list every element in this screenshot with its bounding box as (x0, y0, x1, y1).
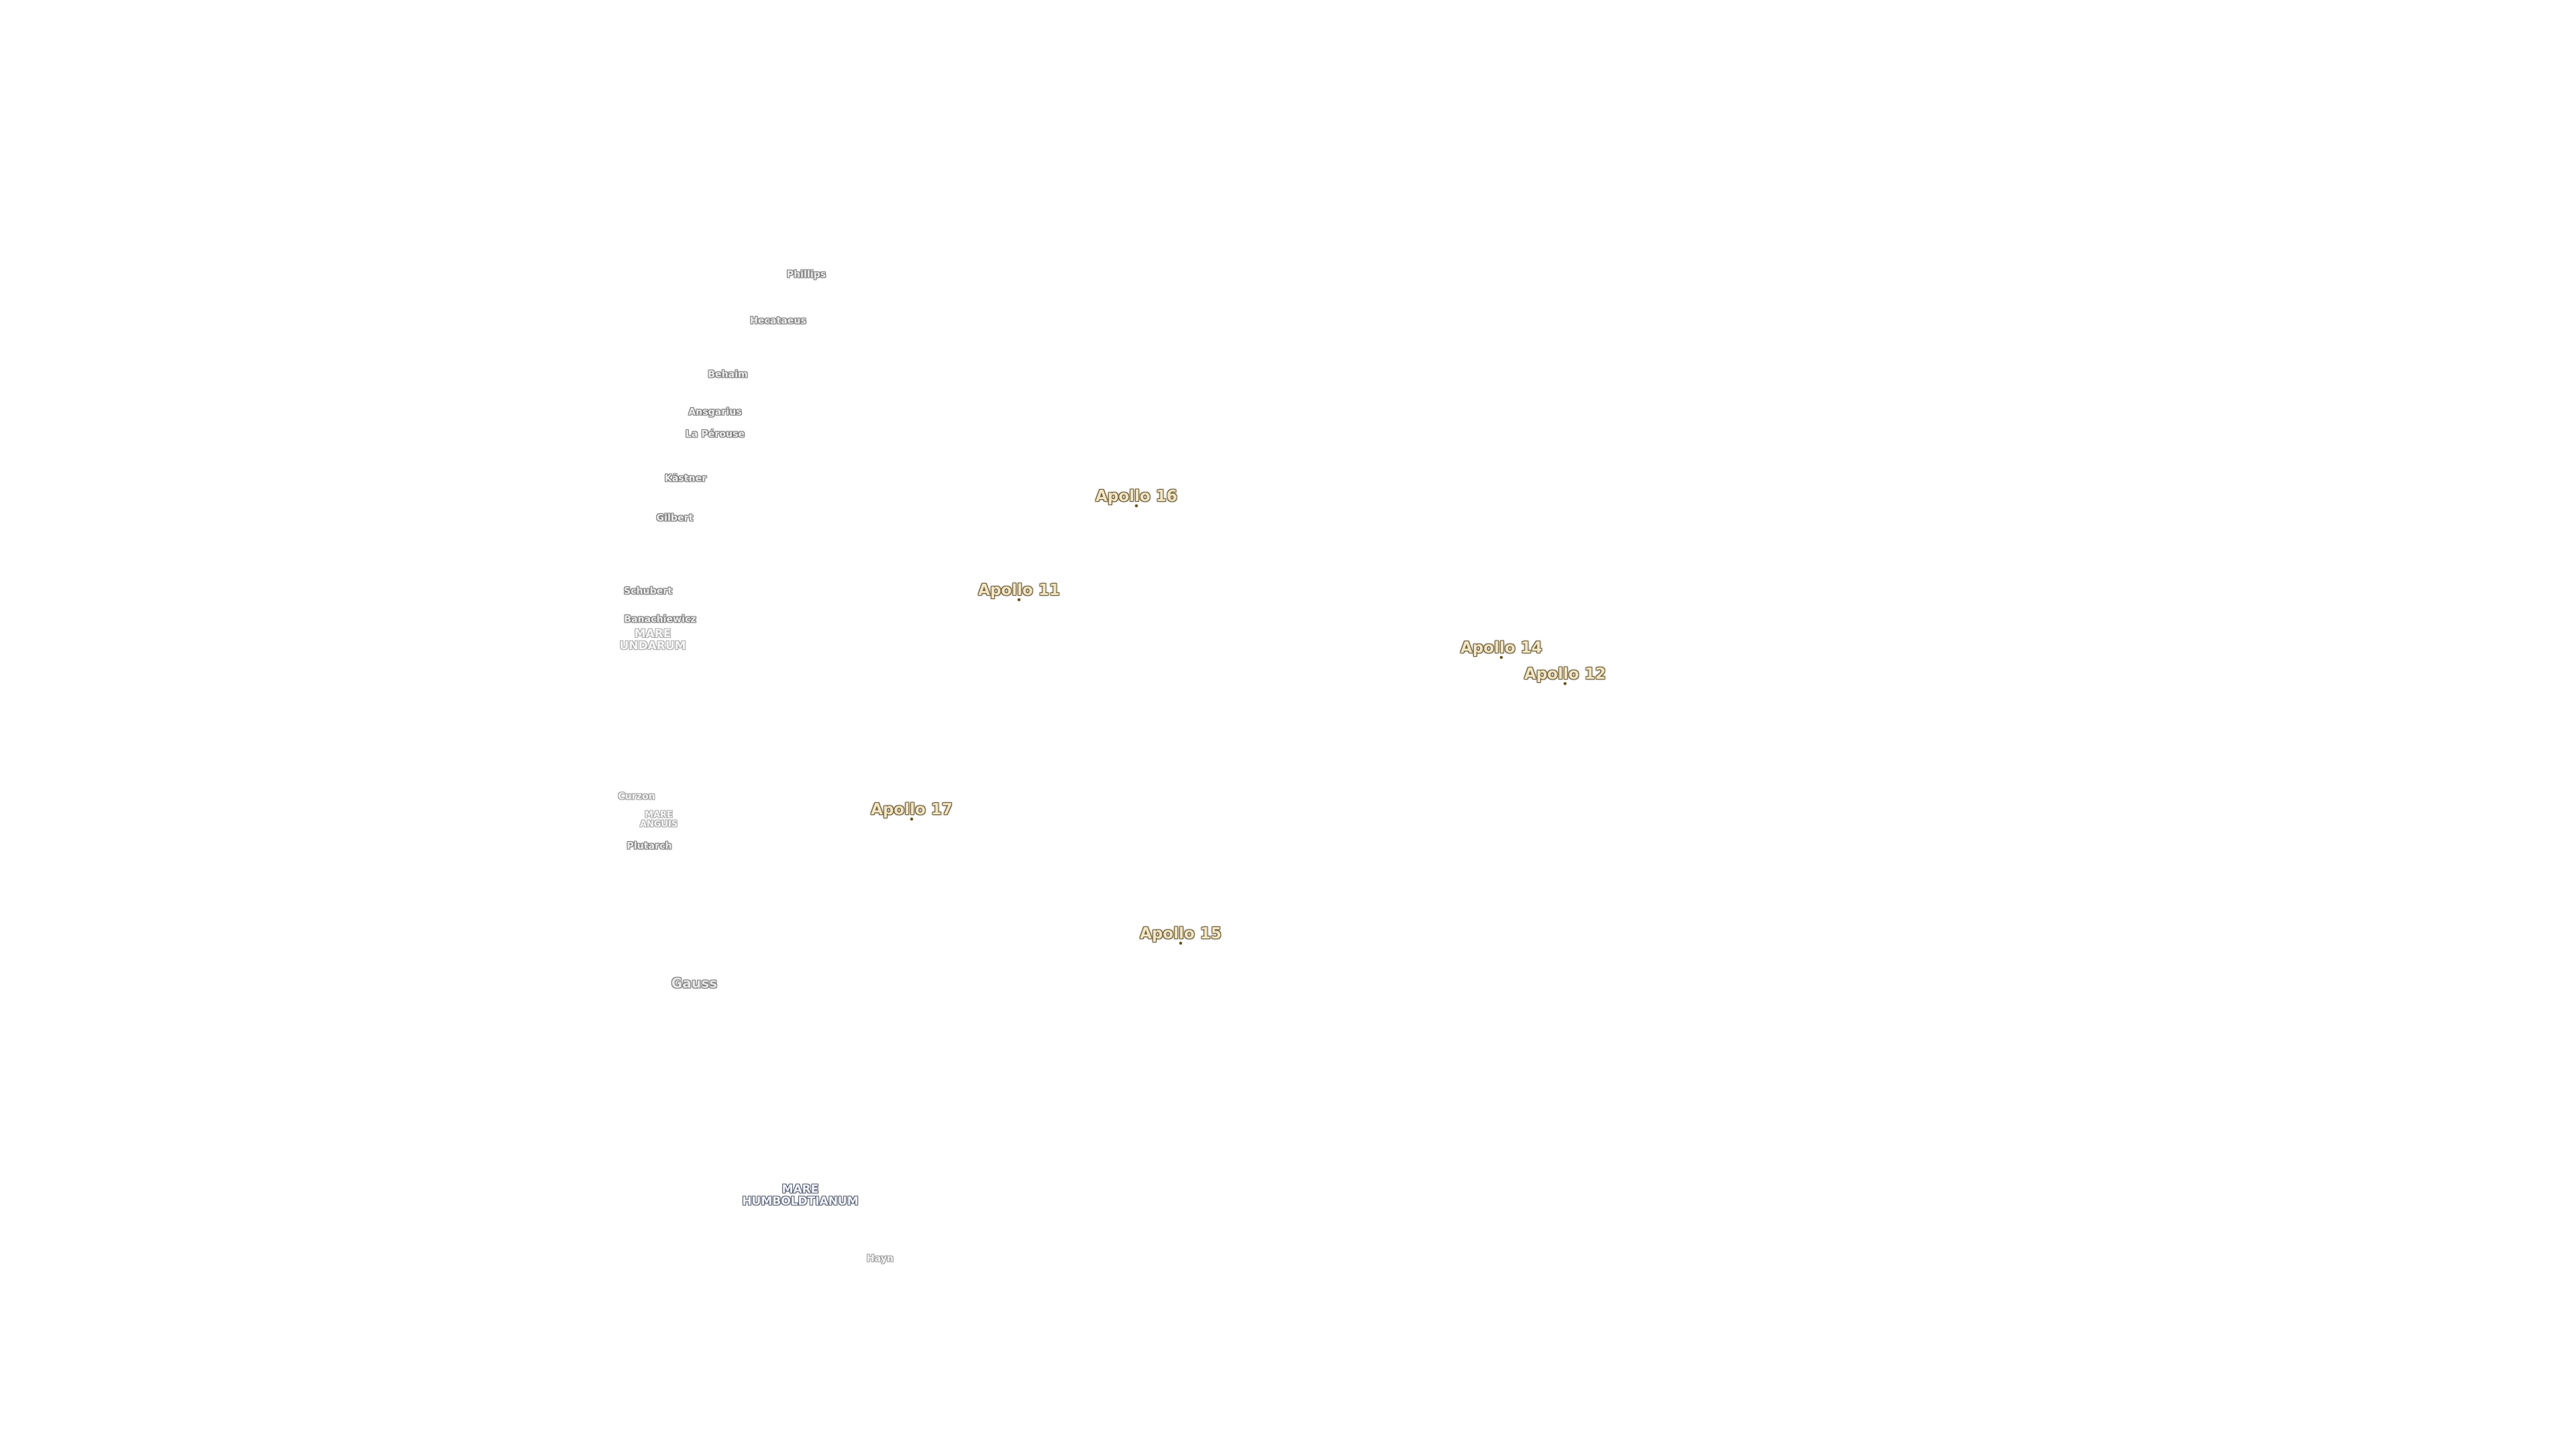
crater-label-kastner[interactable]: Kästner (664, 473, 707, 484)
apollo-site-label-12[interactable]: Apollo 12 (1524, 665, 1606, 683)
crater-label-hayn[interactable]: Hayn (866, 1253, 894, 1265)
apollo-14-site-marker[interactable] (1500, 656, 1503, 659)
apollo-12-site-marker[interactable] (1564, 682, 1566, 685)
crater-label-plutarch[interactable]: Plutarch (627, 841, 672, 852)
crater-label-behaim[interactable]: Behaim (708, 369, 748, 380)
crater-label-schubert[interactable]: Schubert (623, 586, 673, 597)
mare-label-humboldtianum[interactable]: MARE HUMBOLDTIANUM (742, 1183, 859, 1208)
apollo-site-label-11[interactable]: Apollo 11 (978, 581, 1060, 599)
apollo-site-label-17[interactable]: Apollo 17 (871, 800, 953, 818)
crater-label-la-perouse[interactable]: La Pérouse (685, 429, 745, 440)
crater-label-gilbert[interactable]: Gilbert (656, 513, 694, 524)
mare-label-undarum[interactable]: MARE UNDARUM (619, 627, 686, 653)
apollo-site-label-15[interactable]: Apollo 15 (1140, 924, 1222, 943)
mare-label-anguis[interactable]: MARE ANGUIS (639, 810, 678, 829)
apollo-15-site-marker[interactable] (1179, 942, 1182, 945)
crater-label-curzon[interactable]: Curzon (618, 791, 655, 802)
crater-label-banachiewicz[interactable]: Banachiewicz (624, 614, 696, 625)
apollo-11-site-marker[interactable] (1018, 598, 1020, 601)
apollo-site-label-14[interactable]: Apollo 14 (1460, 639, 1542, 657)
crater-label-hecataeus[interactable]: Hecataeus (750, 315, 806, 327)
crater-label-ansgarius[interactable]: Ansgarius (688, 407, 742, 418)
crater-label-gauss[interactable]: Gauss (671, 975, 718, 991)
apollo-17-site-marker[interactable] (910, 818, 913, 820)
apollo-site-label-16[interactable]: Apollo 16 (1095, 487, 1177, 505)
crater-label-phillips[interactable]: Phillips (786, 269, 826, 280)
apollo-16-site-marker[interactable] (1135, 504, 1138, 507)
